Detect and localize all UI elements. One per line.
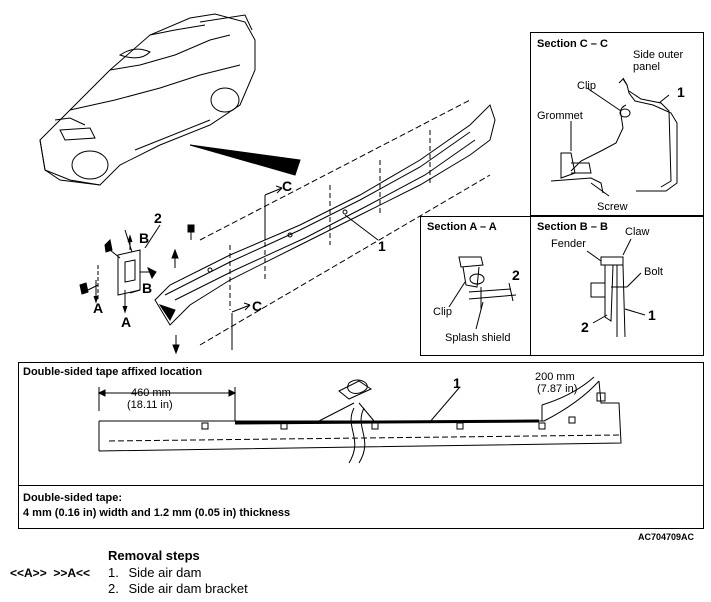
tape-location-box: Double-sided tape affixed location 460 m… (18, 362, 704, 486)
claw-label: Claw (625, 226, 650, 238)
tape-location-drawing (97, 376, 622, 464)
callout-a-left: A (93, 300, 104, 316)
step-label: Side air dam (128, 565, 202, 580)
side-air-dam-illustration (154, 99, 496, 350)
removal-marker: <<A>> >>A<< (10, 566, 91, 580)
callout-c-top: C (282, 178, 293, 194)
figure-code: AC704709AC (638, 532, 695, 542)
section-bb-title: Section B – B (537, 221, 608, 233)
tape-spec-box: Double-sided tape: 4 mm (0.16 in) width … (18, 485, 704, 529)
pointer-arrow (189, 144, 301, 176)
section-bb-drawing (586, 238, 646, 338)
removal-step-2: 2. Side air dam bracket (108, 581, 248, 597)
bb-part-1-label: 1 (648, 307, 656, 323)
section-bb-box: Section B – B Fender Claw Bolt 1 2 (530, 216, 704, 356)
callout-c-bottom: C (252, 298, 263, 314)
screw-bottom (172, 344, 180, 355)
callout-b-top: B (139, 230, 150, 246)
section-aa-title: Section A – A (427, 221, 497, 233)
section-cc-title: Section C – C (537, 38, 608, 50)
cc-part-1-label: 1 (677, 84, 685, 100)
screw-top (171, 248, 179, 259)
tape-location-title: Double-sided tape affixed location (23, 366, 203, 378)
screw-label: Screw (597, 201, 628, 213)
tape-spec-heading: Double-sided tape: (23, 492, 123, 504)
callout-a-right: A (121, 314, 132, 330)
aa-part-2-label: 2 (512, 267, 520, 283)
section-cc-box: Section C – C Side outer panel Clip Grom… (530, 32, 704, 216)
step-number: 2. (108, 581, 119, 596)
dim-left-in: (18.11 in) (127, 399, 173, 411)
callout-b-bottom: B (142, 280, 153, 296)
tape-spec-detail: 4 mm (0.16 in) width and 1.2 mm (0.05 in… (23, 507, 291, 519)
section-aa-drawing (448, 256, 517, 330)
fender-label: Fender (551, 238, 586, 250)
section-aa-box: Section A – A Clip Splash shield 2 (420, 216, 532, 356)
bb-part-2-label: 2 (581, 319, 589, 335)
dim-right-in: (7.87 in) (537, 383, 578, 395)
removal-steps-heading: Removal steps (108, 548, 200, 563)
dim-right-mm: 200 mm (535, 371, 575, 383)
section-arrows (93, 185, 283, 314)
step-label: Side air dam bracket (128, 581, 248, 596)
bolt-label: Bolt (644, 266, 663, 278)
clip-label: Clip (577, 80, 596, 92)
tape-part-1-label: 1 (453, 375, 461, 391)
aa-clip-label: Clip (433, 306, 452, 318)
grommet-label: Grommet (537, 110, 583, 122)
screw-upper (187, 224, 195, 233)
removal-steps-list: 1. Side air dam 2. Side air dam bracket (108, 565, 248, 597)
side-outer-panel-label: Side outer panel (633, 49, 684, 73)
part-2-label: 2 (154, 210, 162, 226)
removal-step-1: 1. Side air dam (108, 565, 248, 581)
car-illustration (39, 13, 256, 186)
splash-shield-label: Splash shield (445, 332, 511, 344)
section-cc-drawing (550, 77, 678, 197)
step-number: 1. (108, 565, 119, 580)
part-1-label: 1 (378, 238, 386, 254)
